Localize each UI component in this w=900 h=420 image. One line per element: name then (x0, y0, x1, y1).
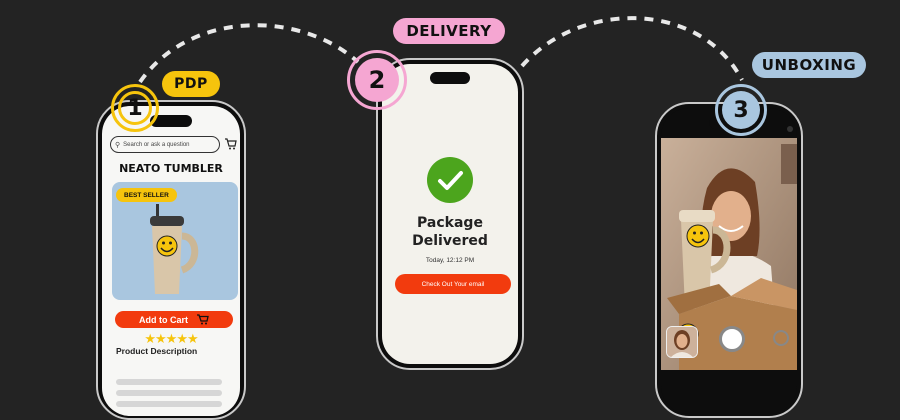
step-1-marker: 1 (118, 91, 152, 125)
phone-delivery: Package Delivered Today, 12:12 PM Check … (376, 58, 524, 370)
delivery-screen: Package Delivered Today, 12:12 PM Check … (382, 64, 518, 364)
step-2-ring (347, 50, 407, 110)
product-description-heading: Product Description (116, 346, 198, 356)
cart-icon[interactable] (224, 138, 237, 150)
description-placeholder-line (116, 379, 222, 385)
check-email-label: Check Out Your email (421, 280, 485, 288)
description-placeholder-line (116, 401, 222, 407)
step-3-marker: 3 (722, 91, 760, 129)
smiley-icon (686, 224, 710, 248)
delivered-check-badge (427, 157, 473, 203)
camera-viewfinder (661, 138, 797, 370)
product-image[interactable]: BEST SELLER (112, 182, 238, 300)
cart-icon (197, 314, 209, 325)
rating-stars: ★★★★★ (144, 331, 198, 346)
step-1-label: PDP (162, 71, 220, 97)
product-title: NEATO TUMBLER (119, 162, 223, 175)
title-line-1: Package (417, 215, 483, 231)
check-icon (438, 171, 463, 190)
phone-notch (430, 72, 470, 84)
add-to-cart-button[interactable]: Add to Cart (115, 311, 233, 328)
connector-1-2 (138, 23, 360, 84)
step-1-number: 1 (127, 95, 143, 121)
pdp-screen: ⚲ Search or ask a question NEATO TUMBLER… (102, 106, 240, 416)
search-icon: ⚲ (115, 141, 121, 149)
gallery-thumbnail[interactable] (666, 326, 698, 358)
smiley-icon (156, 235, 178, 257)
search-placeholder: Search or ask a question (123, 141, 190, 148)
tumbler-illustration (150, 204, 199, 294)
check-email-button[interactable]: Check Out Your email (395, 274, 511, 294)
journey-connectors (138, 16, 744, 84)
step-1-ring (111, 84, 159, 132)
step-3-ring (715, 84, 767, 136)
title-line-2: Delivered (412, 233, 488, 249)
phone-pdp: ⚲ Search or ask a question NEATO TUMBLER… (96, 100, 246, 420)
phone-unboxing (655, 102, 803, 418)
search-input[interactable]: ⚲ Search or ask a question (110, 136, 220, 153)
step-2-label: DELIVERY (393, 18, 505, 44)
step-3-label: UNBOXING (752, 52, 866, 78)
step-2-marker: 2 (355, 58, 399, 102)
description-placeholder-line (116, 390, 222, 396)
shutter-button[interactable] (719, 326, 745, 352)
flip-camera-icon[interactable] (773, 330, 789, 346)
thumbnail-photo (667, 327, 697, 357)
phone-notch (150, 115, 192, 127)
delivery-timestamp: Today, 12:12 PM (425, 257, 475, 264)
connector-2-3 (520, 16, 744, 81)
best-seller-badge: BEST SELLER (116, 188, 177, 202)
camera-lens-icon (787, 126, 793, 132)
add-to-cart-label: Add to Cart (139, 314, 188, 325)
step-3-number: 3 (733, 97, 749, 123)
package-delivered-title: Package Delivered (382, 214, 518, 250)
step-2-number: 2 (368, 66, 386, 94)
camera-screen (661, 108, 797, 414)
